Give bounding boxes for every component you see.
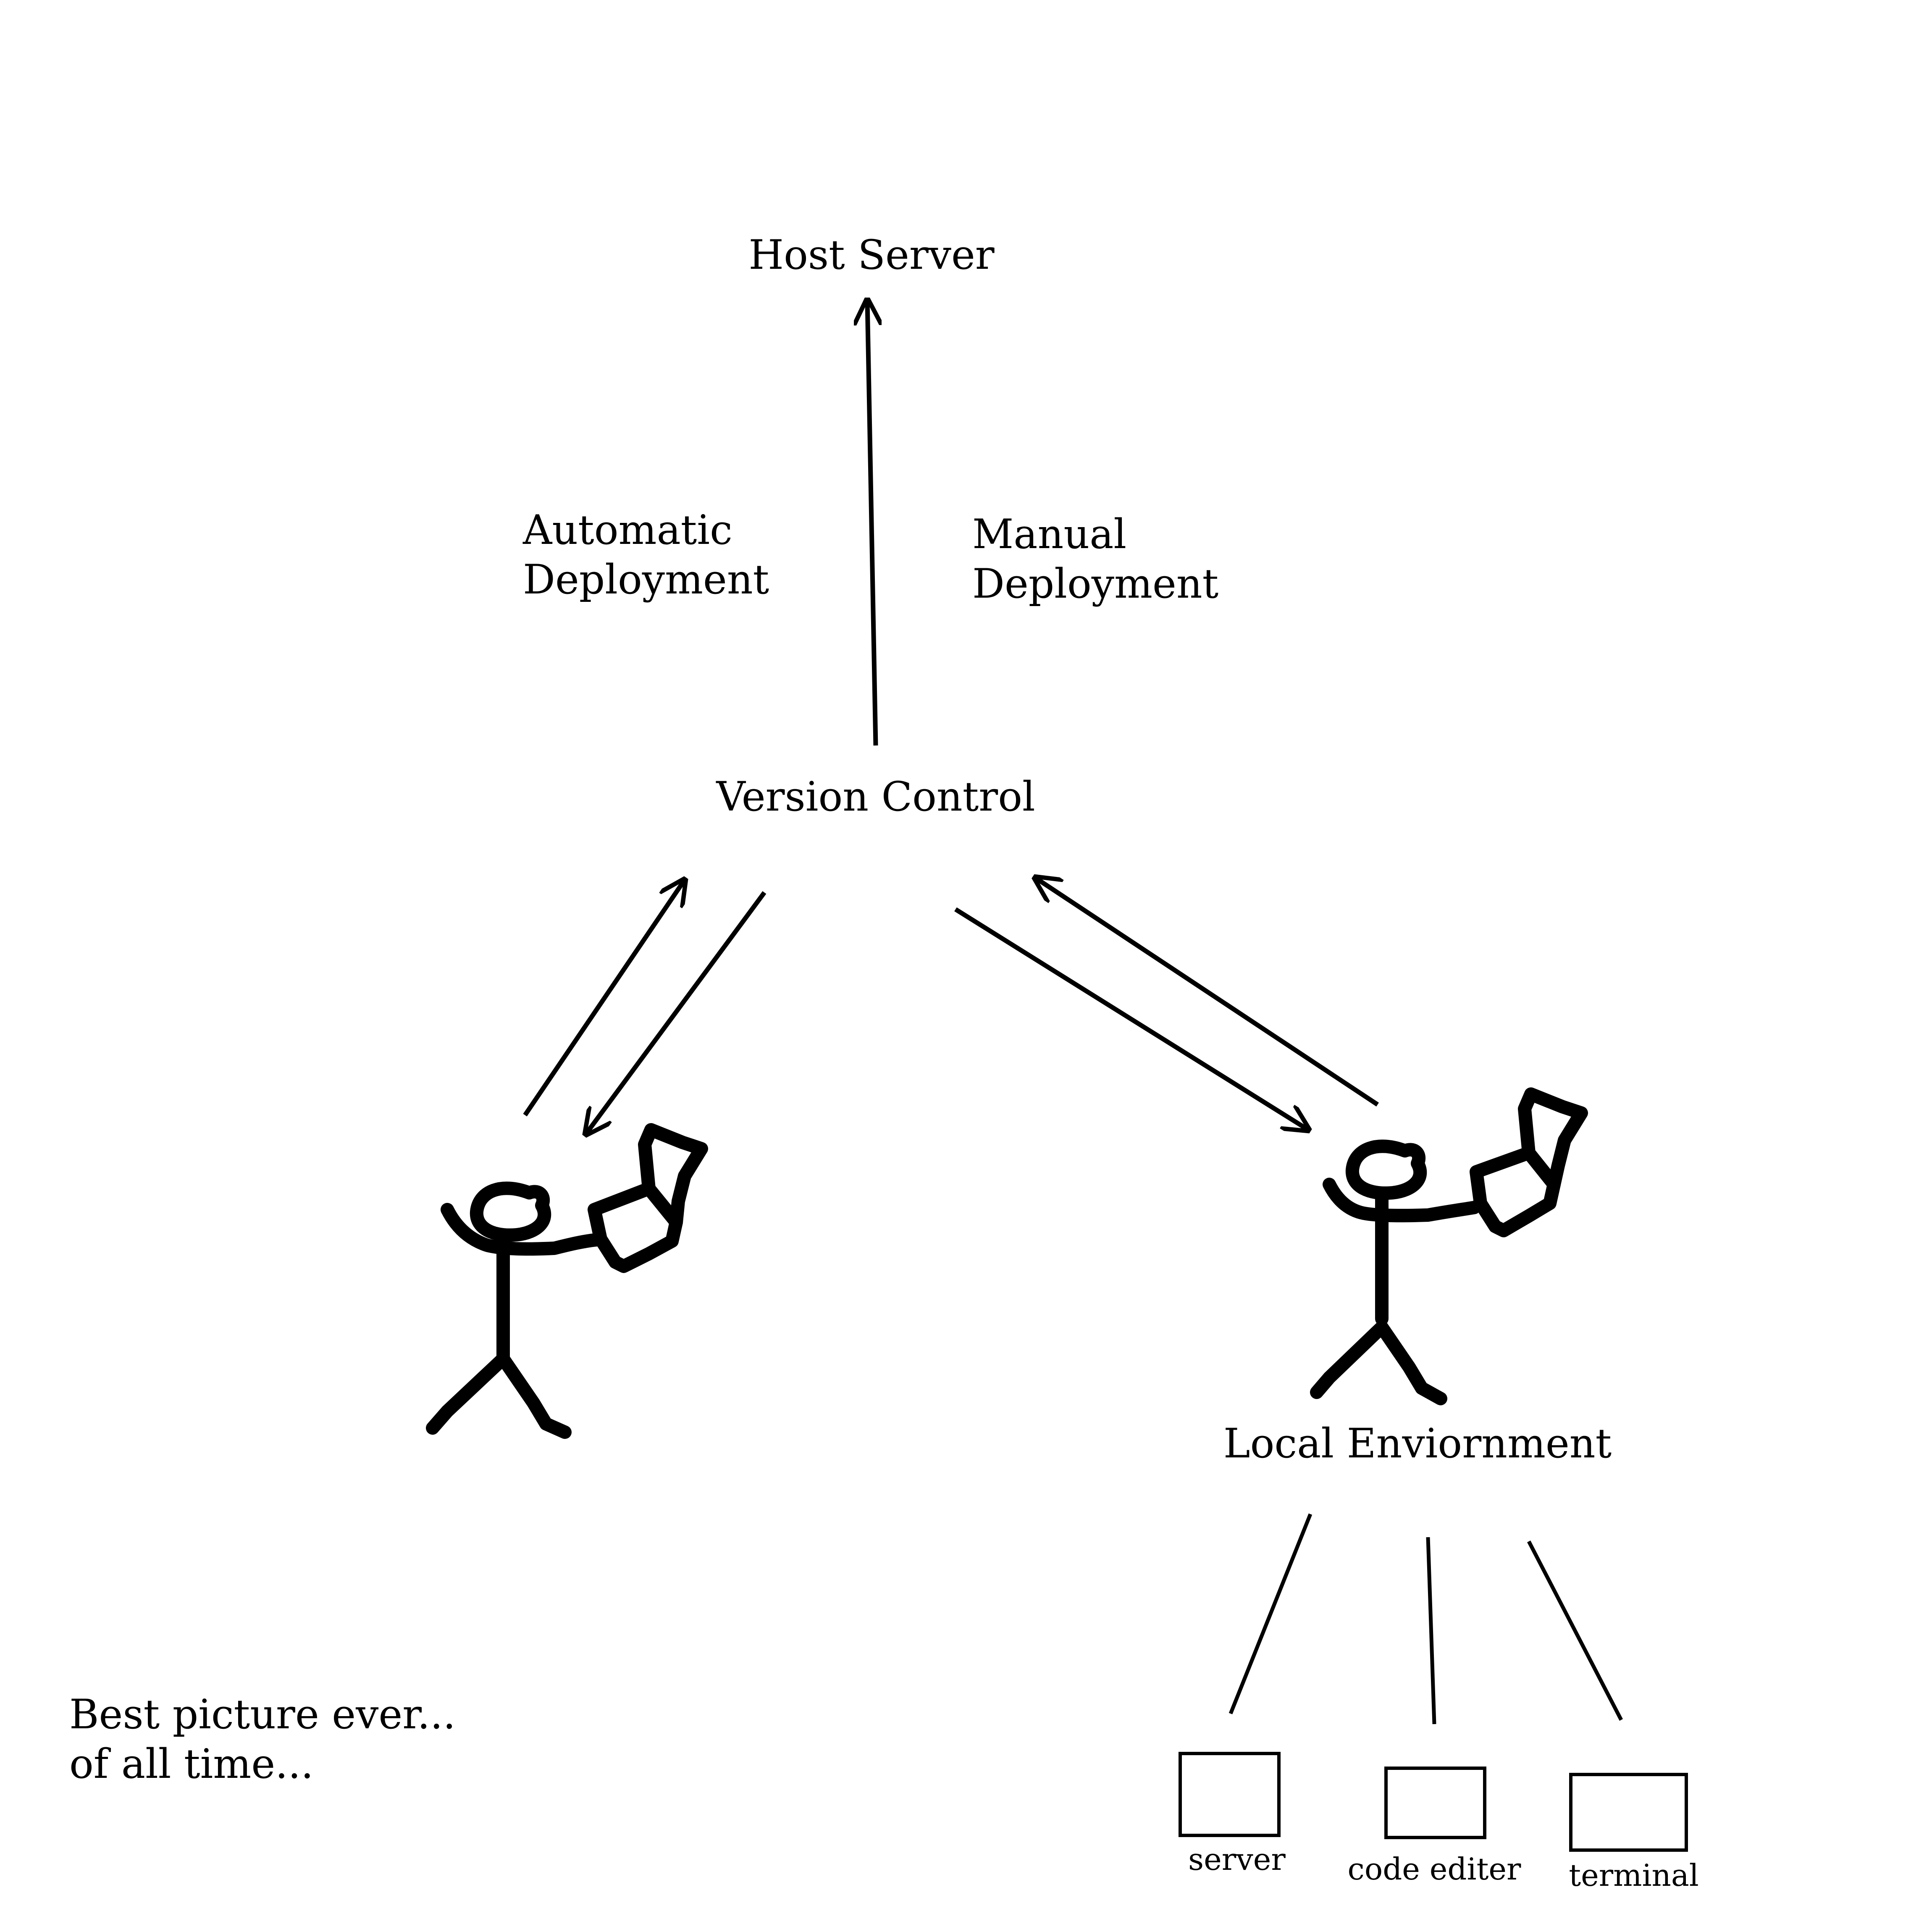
branch-line-code-editer xyxy=(1426,1537,1436,1725)
right-developer-figure xyxy=(1310,1087,1588,1405)
left-arms xyxy=(441,1203,603,1256)
server-label: server xyxy=(1188,1842,1286,1877)
terminal-box xyxy=(1569,1773,1688,1852)
caption-text: Best picture ever... of all time... xyxy=(69,1691,469,1788)
left-legs xyxy=(426,1352,572,1439)
code-editer-box xyxy=(1384,1767,1486,1839)
left-laptop-base xyxy=(588,1182,683,1273)
right-laptop-base xyxy=(1470,1146,1561,1237)
right-laptop-screen xyxy=(1518,1087,1588,1191)
terminal-label: terminal xyxy=(1569,1858,1699,1893)
manual-deployment-line-1: Manual xyxy=(972,511,1126,558)
right-pull-arrow xyxy=(954,907,1308,1130)
left-developer-figure xyxy=(426,1123,708,1439)
right-arms xyxy=(1323,1178,1481,1223)
local-environment-label: Local Enviornment xyxy=(1223,1420,1612,1467)
right-head xyxy=(1345,1139,1427,1200)
automatic-deployment-line-1: Automatic xyxy=(522,507,732,554)
right-legs xyxy=(1310,1320,1447,1405)
host-server-label: Host Server xyxy=(748,231,994,278)
automatic-deployment-label: Automatic Deployment xyxy=(522,507,769,603)
server-box xyxy=(1179,1752,1281,1837)
branch-line-server xyxy=(1228,1513,1312,1714)
manual-deployment-label: Manual Deployment xyxy=(972,511,1218,607)
caption-line-2: of all time... xyxy=(69,1740,314,1788)
manual-deployment-line-2: Deployment xyxy=(972,560,1218,607)
deploy-arrow xyxy=(867,300,876,746)
branch-line-terminal xyxy=(1527,1540,1623,1721)
code-editer-label: code editer xyxy=(1348,1851,1522,1887)
version-control-label: Version Control xyxy=(716,773,1035,820)
left-head xyxy=(470,1181,551,1242)
right-push-arrow xyxy=(1035,878,1379,1107)
caption-line-1: Best picture ever... xyxy=(69,1691,456,1738)
automatic-deployment-line-2: Deployment xyxy=(523,556,769,603)
left-pull-arrow xyxy=(586,891,766,1134)
left-push-arrow xyxy=(523,880,685,1117)
left-laptop-screen xyxy=(638,1123,708,1229)
